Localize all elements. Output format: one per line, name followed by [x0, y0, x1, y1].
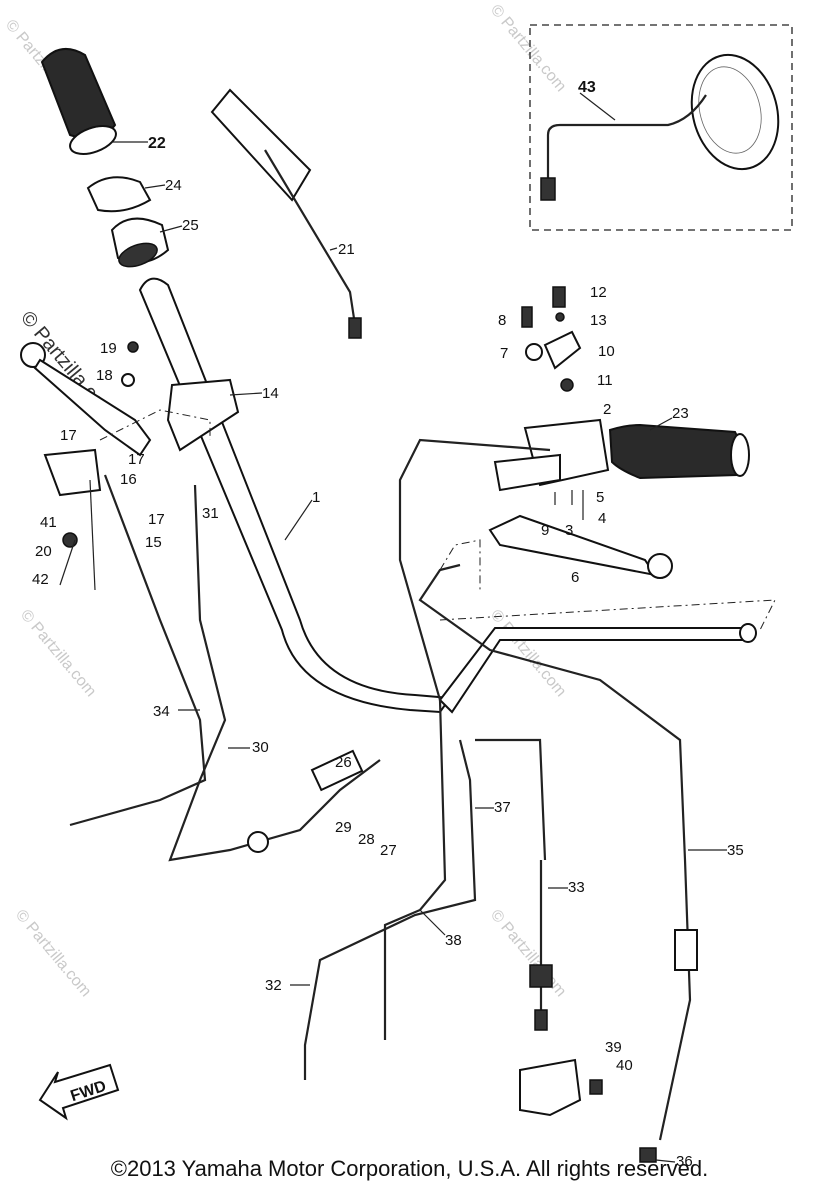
left-grip-assembly [40, 47, 170, 268]
callout-30: 29 [335, 819, 352, 836]
callout-19: 18 [96, 367, 113, 384]
callout-5: 5 [596, 489, 604, 506]
callout-24: 23 [672, 405, 689, 422]
callout-7: 7 [500, 345, 508, 362]
callout-28: 27 [380, 842, 397, 859]
callout-26: 25 [182, 217, 199, 234]
callout-31: 30 [252, 739, 269, 756]
fwd-arrow-icon: FWD [38, 1063, 120, 1121]
callout-27: 26 [335, 754, 352, 771]
callout-38: 37 [494, 799, 511, 816]
callout-35: 34 [153, 703, 170, 720]
callout-21: 20 [35, 543, 52, 560]
callout-8: 8 [498, 312, 506, 329]
callout-43: 42 [32, 571, 49, 588]
callout-37: 36 [676, 1153, 693, 1170]
callout-2: 2 [603, 401, 611, 418]
callout-23: 22 [148, 135, 166, 152]
watermark: © Partzilla.com [487, 907, 569, 1001]
callout-1: 1 [312, 489, 320, 506]
watermark: © Partzilla.com [12, 907, 94, 1001]
callout-44: 43 [578, 79, 596, 96]
callout-10: 10 [598, 343, 615, 360]
watermark: © Partzilla.com [487, 2, 569, 96]
cables [69, 438, 698, 1163]
callout-20: 19 [100, 340, 117, 357]
callout-3: 3 [565, 522, 573, 539]
left-mirror [210, 88, 362, 339]
callout-22: 21 [338, 241, 355, 258]
callout-36: 35 [727, 842, 744, 859]
callout-29: 28 [358, 831, 375, 848]
callout-34: 33 [568, 879, 585, 896]
handlebar [138, 277, 776, 714]
mirror-inset [529, 24, 793, 231]
callout-40: 39 [605, 1039, 622, 1056]
right-lever-assembly [439, 286, 750, 590]
callout-16: 16 [120, 471, 137, 488]
copyright-notice: ©2013 Yamaha Motor Corporation, U.S.A. A… [110, 1156, 709, 1181]
callout-9: 9 [541, 522, 549, 539]
callout-18: 17 [60, 427, 77, 444]
callout-17-lower: 17 [148, 511, 165, 528]
callout-4: 4 [598, 510, 606, 527]
callout-39: 38 [445, 932, 462, 949]
callout-11: 11 [597, 372, 613, 389]
callout-25: 24 [165, 177, 182, 194]
callout-15: 15 [145, 534, 162, 551]
callout-14: 14 [262, 385, 279, 402]
callout-17-upper: 17 [128, 451, 145, 468]
left-lever-assembly [20, 341, 240, 591]
callouts: 22 24 25 21 19 18 14 17 17 16 17 15 31 4… [32, 79, 744, 1170]
callout-32: 31 [202, 505, 219, 522]
callout-42: 41 [40, 514, 57, 531]
callout-12: 12 [590, 284, 607, 301]
watermark: © Partzilla.com [17, 607, 99, 701]
callout-6: 6 [571, 569, 579, 586]
callout-13: 13 [590, 312, 607, 329]
callout-33: 32 [265, 977, 282, 994]
callout-41: 40 [616, 1057, 633, 1074]
